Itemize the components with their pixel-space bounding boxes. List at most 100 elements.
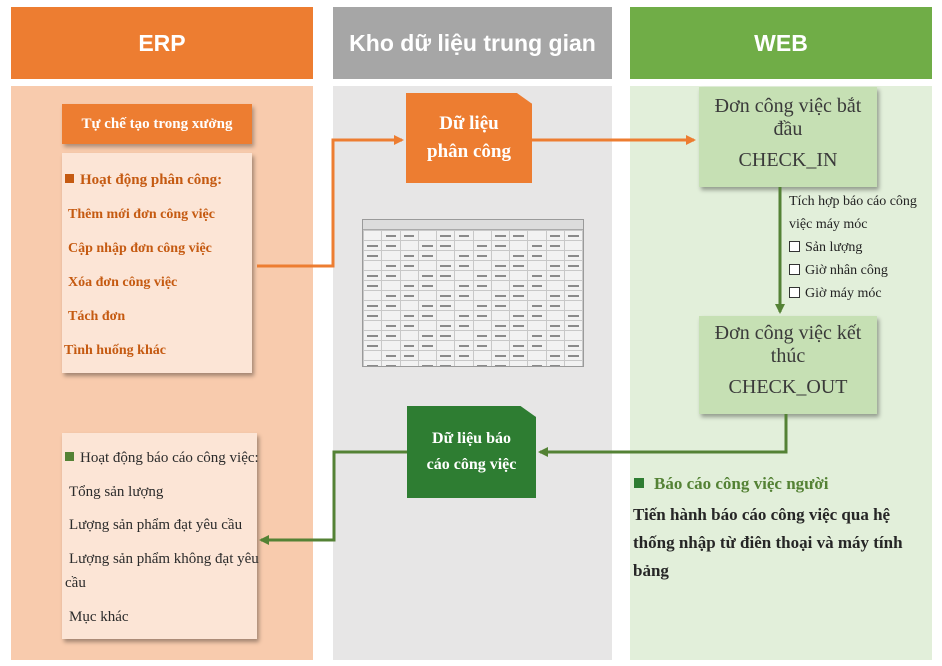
table-cell [363,340,383,351]
table-cell [472,250,492,261]
table-cell [399,260,419,271]
work-order-end-title-line1: Đơn công việc kết [714,322,862,344]
table-row [363,350,583,361]
table-cell [527,300,547,311]
erp-column-title: ERP [138,29,186,56]
checkbox-icon [789,287,800,298]
assignment-heading-text: Hoạt động phân công: [80,172,223,188]
table-cell [490,280,511,291]
table-cell [454,270,474,281]
worker-report-description: Tiến hành báo cáo công việc qua hệ thống… [633,501,933,585]
table-cell [545,300,565,311]
table-cell [472,230,492,241]
table-cell [435,280,456,291]
table-cell [545,340,565,351]
table-row [363,300,583,311]
table-row [363,330,583,341]
table-cell [363,310,383,321]
table-cell [454,240,474,251]
table-cell [399,250,419,261]
table-cell [454,300,474,311]
table-cell [545,280,565,291]
middle-column-header: Kho dữ liệu trung gian [333,7,612,79]
table-cell [417,230,438,241]
table-cell [454,290,474,301]
table-cell [399,310,419,321]
table-cell [435,310,456,321]
table-cell [508,320,529,331]
integration-item: Giờ nhân công [789,259,934,282]
table-cell [527,310,547,321]
table-cell [435,230,456,241]
table-cell [363,350,383,361]
table-cell [454,320,474,331]
table-cell [527,260,547,271]
table-cell [399,280,419,291]
table-cell [381,360,401,366]
table-cell [508,330,529,341]
middle-column-title: Kho dữ liệu trung gian [349,29,596,56]
table-row [363,280,583,291]
report-data-line2: cáo công việc [426,456,517,473]
table-cell [490,230,511,241]
table-cell [545,230,565,241]
worker-report-heading-text: Báo cáo công việc người [654,474,829,493]
table-cell [472,300,492,311]
table-cell [454,280,474,291]
table-cell [435,330,456,341]
table-cell [563,300,583,311]
list-item: Xóa đơn công việc [68,275,178,290]
table-cell [417,340,438,351]
table-cell [563,240,583,251]
worker-report-heading: Báo cáo công việc người [634,474,829,494]
report-heading: Hoạt động báo cáo công việc: [65,450,259,467]
table-cell [363,250,383,261]
table-cell [435,270,456,281]
table-row [363,320,583,331]
table-cell [563,230,583,241]
table-cell [381,300,401,311]
table-cell [563,360,583,366]
table-cell [454,330,474,341]
square-bullet-icon [634,478,644,488]
table-cell [399,360,419,366]
integration-line2: việc máy móc [789,217,868,232]
table-cell [508,290,529,301]
integration-item: Giờ máy móc [789,282,934,305]
table-cell [527,330,547,341]
report-data-box: Dữ liệu báo cáo công việc [407,406,536,498]
table-cell [563,250,583,261]
table-cell [363,230,383,241]
table-cell [545,310,565,321]
table-cell [490,300,511,311]
table-row [363,340,583,351]
table-cell [508,270,529,281]
table-cell [545,360,565,366]
table-cell [399,340,419,351]
table-cell [490,250,511,261]
list-item: Lượng sản phẩm đạt yêu cầu [69,517,243,533]
table-cell [490,270,511,281]
table-cell [508,260,529,271]
table-row [363,260,583,271]
checkbox-icon [789,241,800,252]
table-cell [508,240,529,251]
assignment-heading: Hoạt động phân công: [65,172,222,189]
report-data-line1: Dữ liệu báo [432,430,511,447]
table-cell [381,240,401,251]
table-cell [363,270,383,281]
table-cell [472,360,492,366]
table-cell [545,260,565,271]
table-cell [399,350,419,361]
table-row [363,290,583,301]
table-cell [381,340,401,351]
table-cell [527,250,547,261]
table-cell [454,360,474,366]
table-cell [417,290,438,301]
integration-line1: Tích hợp báo cáo công [789,194,917,209]
table-cell [417,320,438,331]
table-cell [472,320,492,331]
table-cell [381,270,401,281]
table-cell [490,350,511,361]
table-cell [435,350,456,361]
